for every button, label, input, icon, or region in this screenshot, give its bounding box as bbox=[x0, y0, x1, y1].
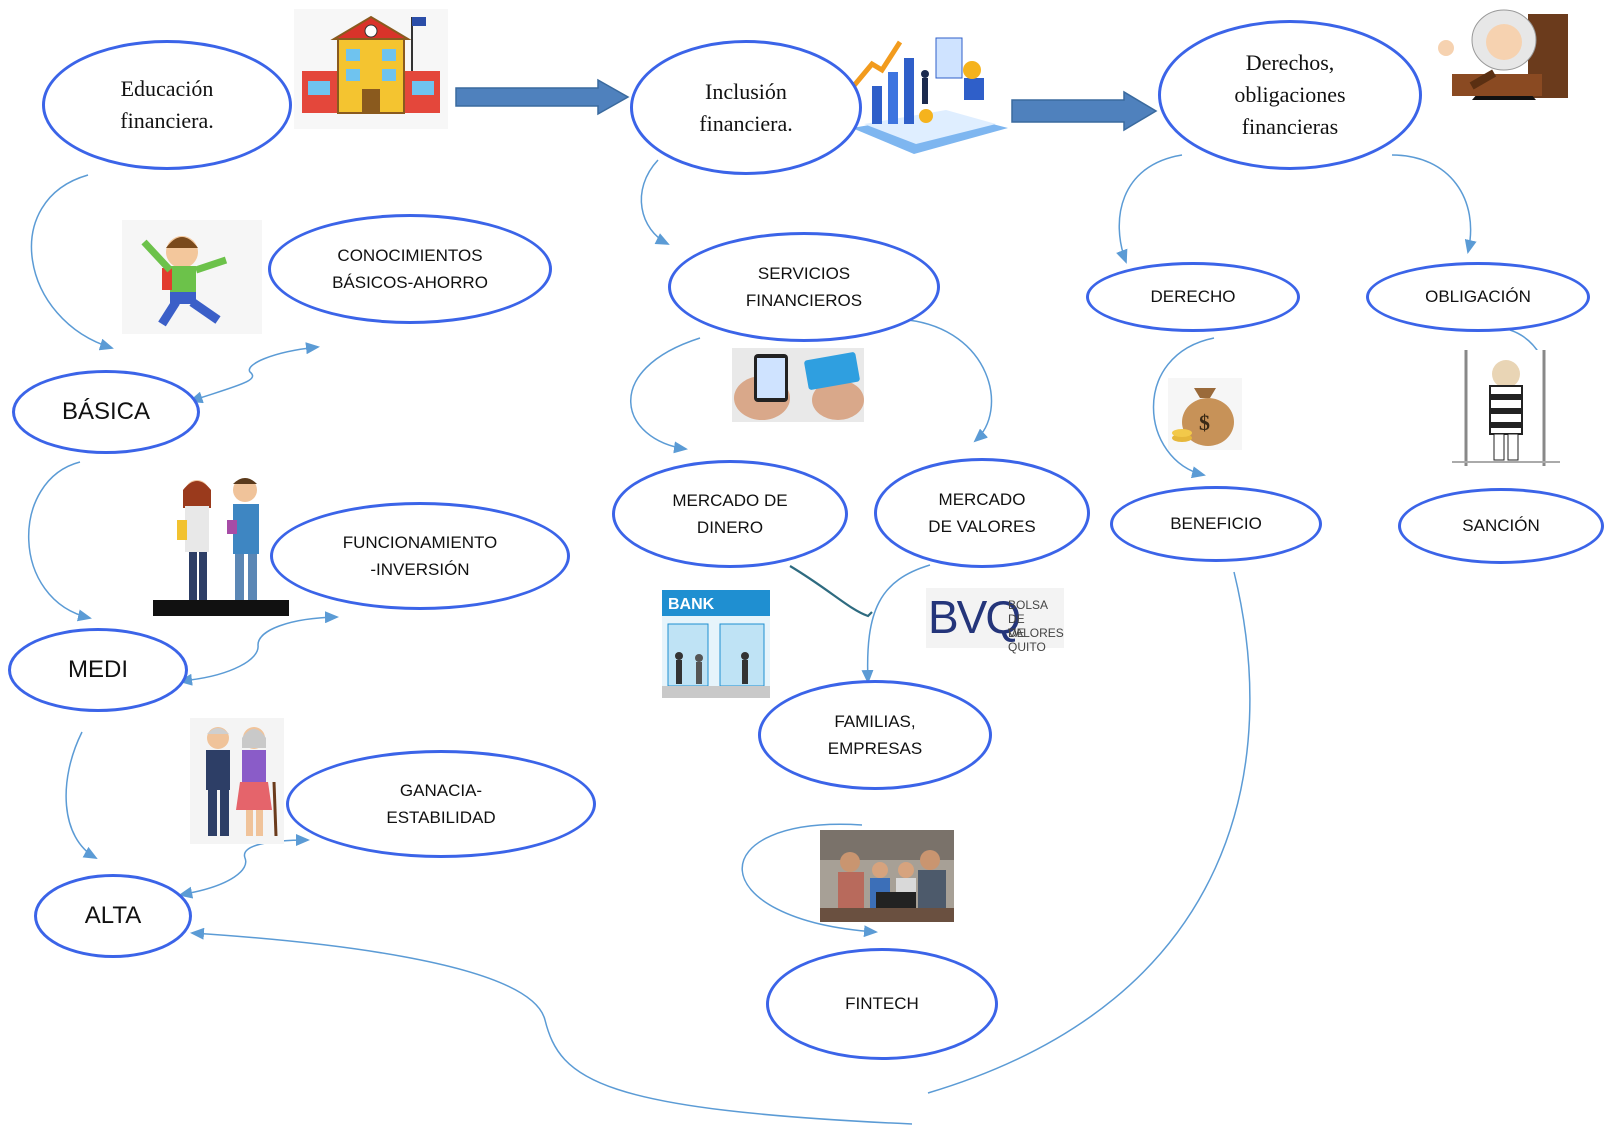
node-servicios-financieros: SERVICIOS FINANCIEROS bbox=[668, 232, 940, 342]
node-sancion: SANCIÓN bbox=[1398, 488, 1604, 564]
svg-text:$: $ bbox=[1199, 410, 1210, 435]
phone-and-card-icon bbox=[732, 348, 864, 422]
node-conocimientos-basicos: CONOCIMIENTOS BÁSICOS-AHORRO bbox=[268, 214, 552, 324]
node-educacion-financiera: Educación financiera. bbox=[42, 40, 292, 170]
arrow-educacion-basica bbox=[30, 174, 114, 351]
arrow-alta-ganacia bbox=[178, 834, 310, 899]
node-funcionamiento-inversion: FUNCIONAMIENTO -INVERSIÓN bbox=[270, 502, 570, 610]
judge-icon bbox=[1432, 4, 1572, 102]
node-obligacion: OBLIGACIÓN bbox=[1366, 262, 1590, 332]
arrow-basica-conocimientos bbox=[188, 342, 320, 404]
arrow-valores-familias bbox=[861, 564, 931, 684]
arrow-servicios-dinero bbox=[630, 337, 701, 454]
arrow-medi-alta bbox=[65, 731, 98, 859]
arrow-derechos-obligacion bbox=[1391, 154, 1477, 254]
arrow-beneficio-fintech-line bbox=[927, 571, 1251, 1094]
node-inclusion-financiera: Inclusión financiera. bbox=[630, 40, 862, 175]
bank-sign-text: BANK bbox=[668, 596, 715, 613]
node-mercado-de-valores: MERCADO DE VALORES bbox=[874, 458, 1090, 568]
line-dinero-familias bbox=[789, 565, 873, 618]
arrow-servicios-valores bbox=[907, 319, 993, 443]
node-ganacia-estabilidad: GANACIA- ESTABILIDAD bbox=[286, 750, 596, 858]
block-arrow-inclusion-derechos bbox=[1011, 90, 1158, 132]
prisoner-icon bbox=[1452, 350, 1560, 466]
money-bag-icon: $ bbox=[1168, 378, 1242, 450]
node-mercado-de-dinero: MERCADO DE DINERO bbox=[612, 460, 848, 568]
school-building-icon bbox=[294, 9, 448, 129]
bvq-logo: BVQ BOLSA DE VALORES DE QUITO bbox=[926, 588, 1064, 654]
node-derecho: DERECHO bbox=[1086, 262, 1300, 332]
arrow-derecho-beneficio bbox=[1152, 337, 1215, 479]
node-basica: BÁSICA bbox=[12, 370, 200, 454]
block-arrow-educacion-inclusion bbox=[455, 78, 630, 116]
node-familias-empresas: FAMILIAS, EMPRESAS bbox=[758, 680, 992, 790]
happy-boy-icon bbox=[122, 220, 262, 334]
bvq-logo-line3: DE QUITO bbox=[1008, 626, 1046, 654]
node-fintech: FINTECH bbox=[766, 948, 998, 1060]
arrow-medi-funcionamiento bbox=[178, 611, 339, 686]
bvq-logo-mark: BVQ bbox=[928, 591, 1021, 643]
node-beneficio: BENEFICIO bbox=[1110, 486, 1322, 562]
bvq-logo-line1: BOLSA bbox=[1008, 598, 1049, 612]
family-with-laptop-icon bbox=[820, 830, 954, 922]
arrow-derechos-derecho bbox=[1116, 154, 1183, 264]
young-couple-icon bbox=[153, 468, 289, 616]
bank-storefront-icon: BANK bbox=[662, 590, 770, 698]
arrow-basica-medi bbox=[27, 461, 92, 622]
elderly-couple-icon bbox=[190, 718, 284, 844]
node-medi: MEDI bbox=[8, 628, 188, 712]
bvq-logo-line2: DE VALORES bbox=[1008, 612, 1064, 640]
financial-growth-phone-icon bbox=[850, 37, 1008, 154]
node-alta: ALTA bbox=[34, 874, 192, 958]
arrow-inclusion-servicios bbox=[640, 159, 670, 245]
arrow-loop-to-alta bbox=[190, 927, 913, 1125]
node-derechos-obligaciones: Derechos, obligaciones financieras bbox=[1158, 20, 1422, 170]
arrow-familias-fintech bbox=[741, 823, 878, 938]
